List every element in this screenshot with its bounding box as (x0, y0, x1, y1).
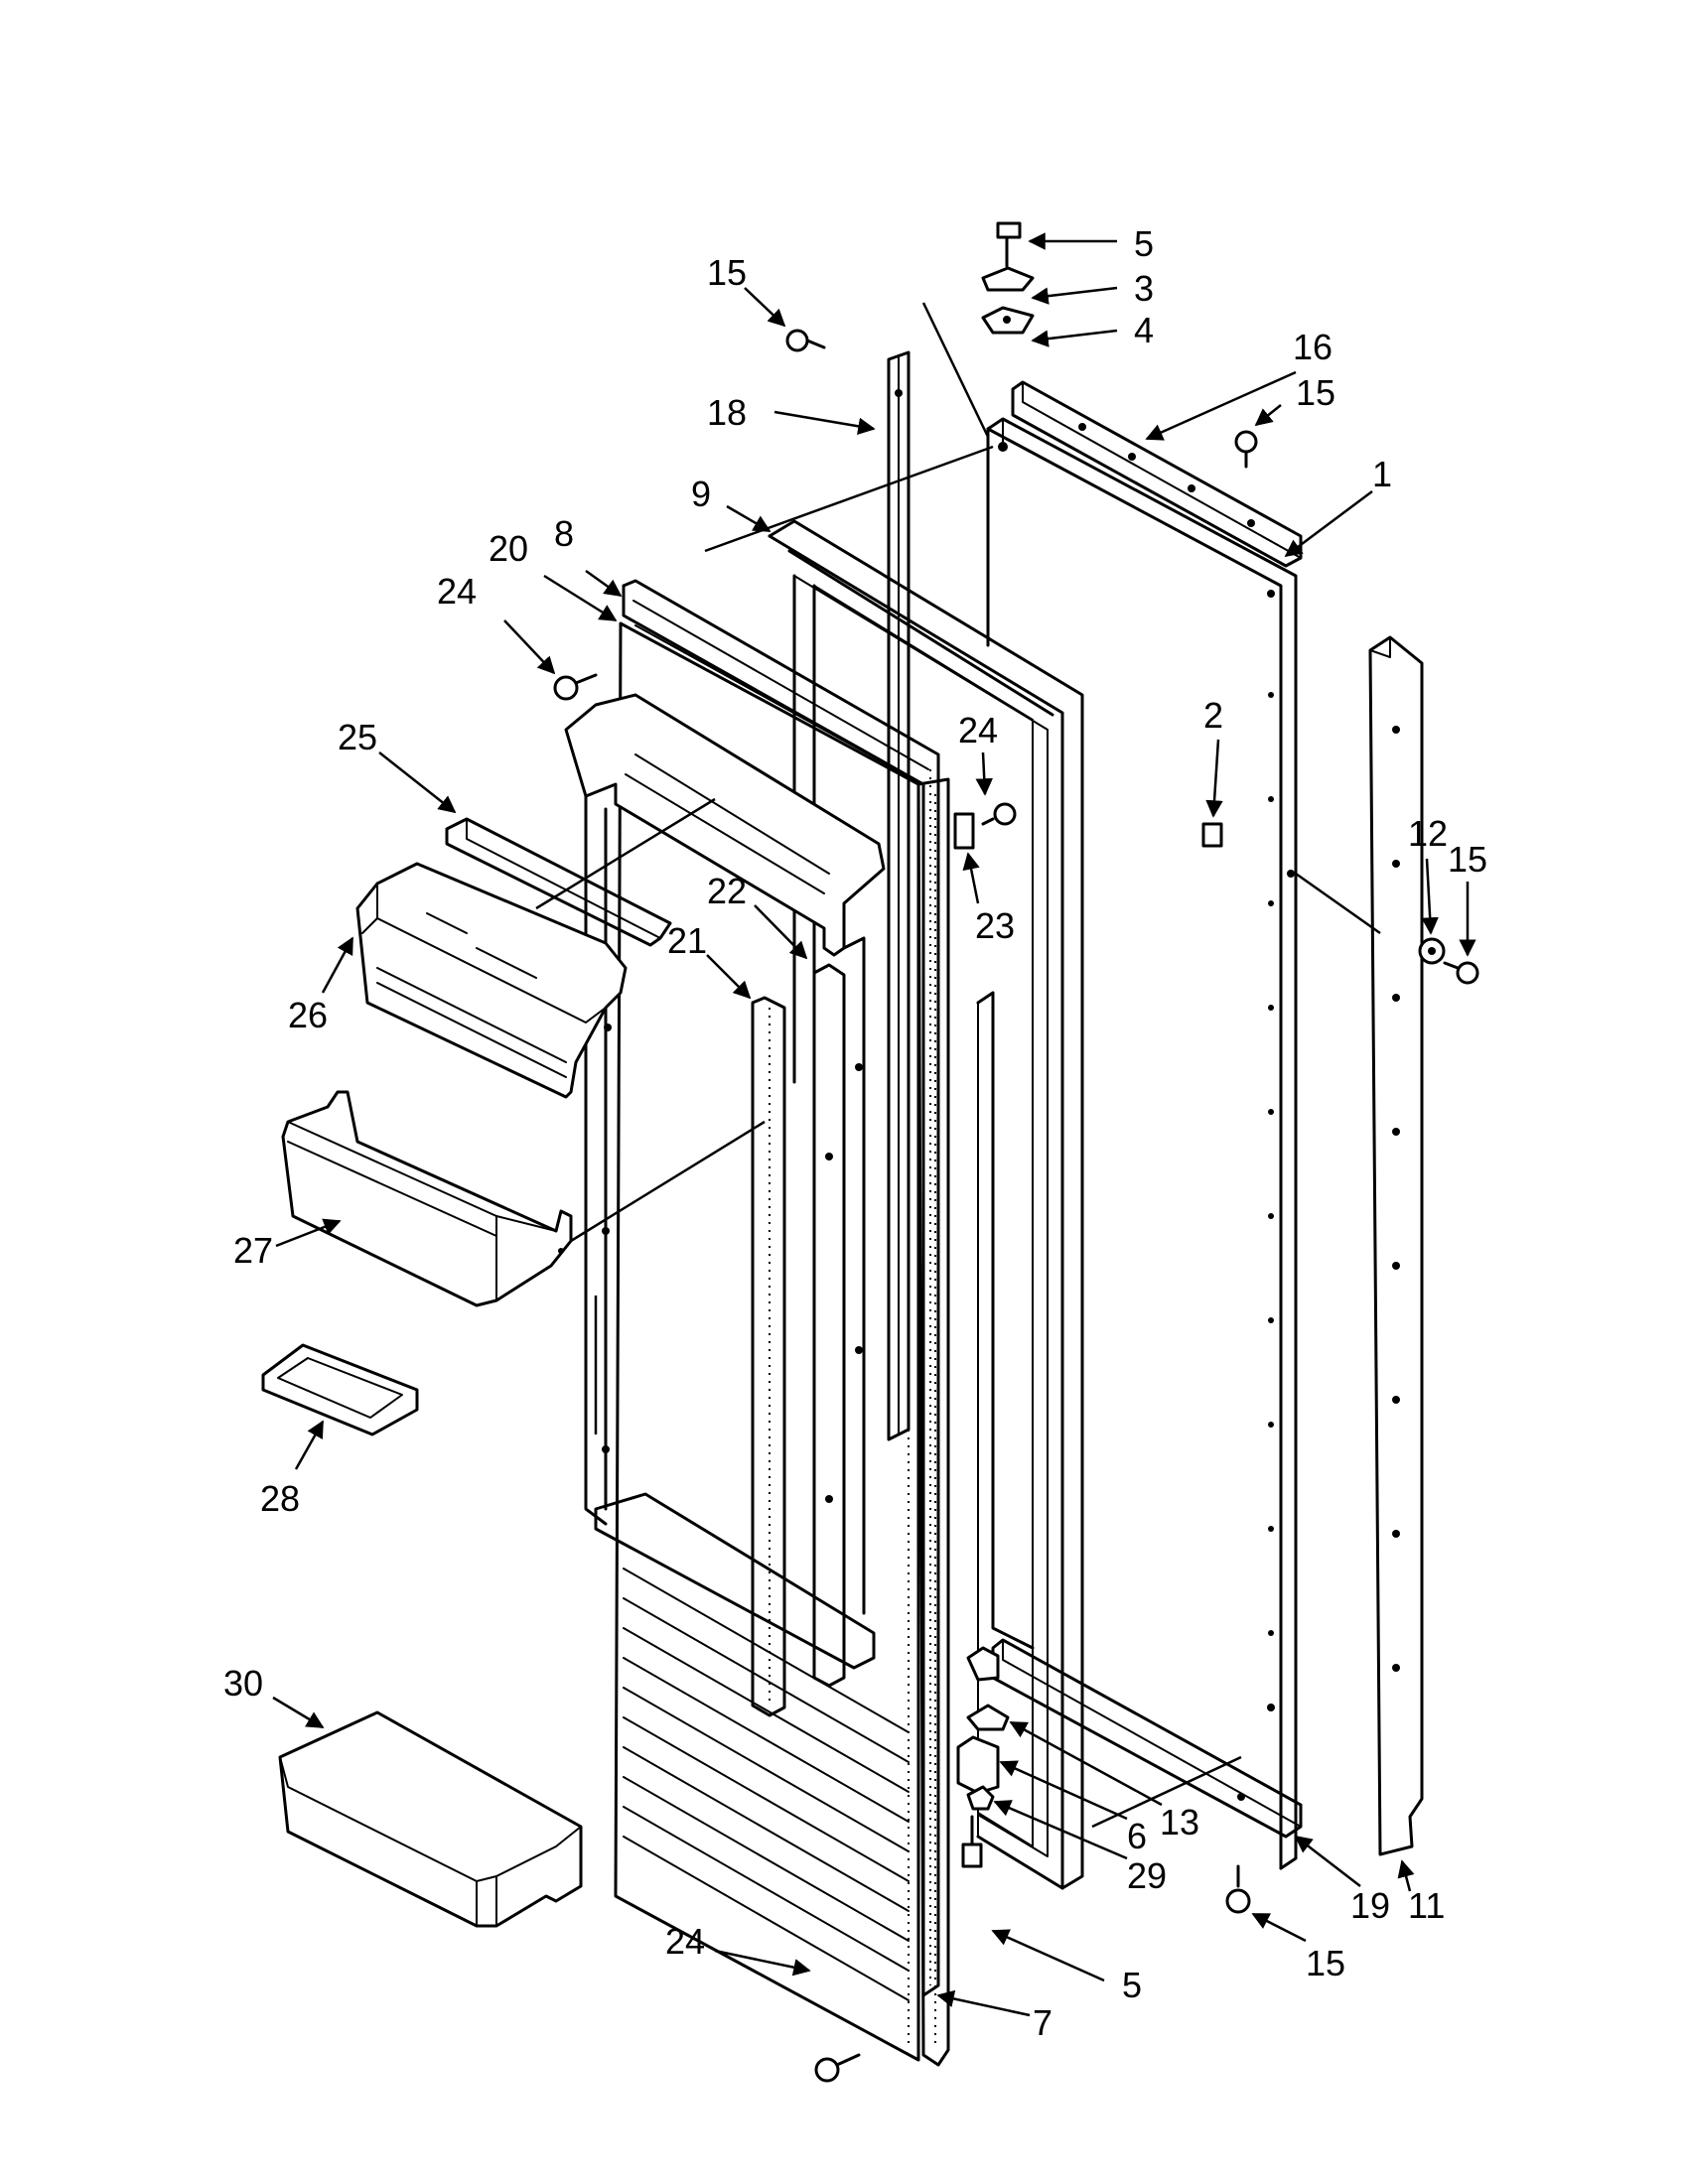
part-16-top-channel (1011, 380, 1303, 568)
callout-labels: 5 3 4 15 16 15 18 1 9 8 20 24 2 25 24 12… (223, 223, 1487, 2043)
callout-15-c: 15 (1448, 839, 1487, 880)
bottom-hinge-assembly (956, 1646, 1010, 1868)
callout-27: 27 (233, 1230, 273, 1271)
callout-28: 28 (260, 1478, 300, 1519)
callout-6: 6 (1127, 1816, 1147, 1856)
screw-15-d (1225, 1864, 1251, 1914)
callout-20: 20 (489, 528, 528, 569)
callout-5-top: 5 (1134, 223, 1154, 264)
callout-5-bottom: 5 (1122, 1965, 1142, 2005)
screw-24-c (814, 2053, 861, 2083)
part-26-covered-bin (355, 862, 628, 1099)
part-7-door-edge (916, 777, 950, 2067)
part-9-liner-frame (768, 519, 1084, 1890)
screw-15-a (785, 329, 826, 352)
frame-side-holes (1268, 692, 1274, 1636)
callout-11: 11 (1408, 1885, 1445, 1926)
callout-12: 12 (1408, 813, 1448, 854)
callout-21: 21 (667, 920, 707, 961)
callout-24-b: 24 (958, 710, 998, 751)
callout-leaders (272, 232, 1476, 2017)
bracket-23 (953, 812, 975, 850)
door-inner-frame (564, 693, 886, 1670)
callout-24-a: 24 (437, 571, 477, 612)
part-22-rail (812, 963, 846, 1688)
part-30-large-bin (278, 1710, 583, 1928)
top-hinge-assembly (981, 221, 1035, 335)
callout-19: 19 (1350, 1885, 1390, 1926)
part-25-shelf-rail (445, 817, 672, 947)
liner-ribs (623, 1568, 910, 2001)
callout-15-a: 15 (707, 252, 747, 293)
washer-12 (1418, 937, 1446, 965)
callout-15-b: 15 (1296, 372, 1335, 413)
callout-23: 23 (975, 905, 1015, 946)
part-28-tray (261, 1343, 419, 1436)
callout-7: 7 (1033, 2002, 1052, 2043)
callout-29: 29 (1127, 1855, 1167, 1896)
assembly-lines (535, 302, 1381, 1829)
part-11-side-panel (1368, 635, 1424, 1856)
part-27-door-bin (281, 1090, 573, 1307)
callout-8: 8 (554, 513, 574, 554)
callout-1: 1 (1372, 454, 1392, 494)
part-18-strip (887, 350, 911, 1441)
screw-15-c (1443, 961, 1479, 985)
screw-15-b (1234, 430, 1258, 469)
callout-2: 2 (1203, 695, 1223, 736)
callout-24-c: 24 (665, 1921, 705, 1962)
part-8-gasket (622, 579, 940, 1997)
part-20-door-liner (614, 621, 920, 2062)
callout-16: 16 (1293, 327, 1333, 367)
callout-9: 9 (691, 474, 711, 514)
part-21-rail (751, 996, 786, 1717)
callout-15-d: 15 (1306, 1943, 1345, 1983)
screw-24-a (553, 673, 598, 701)
callout-25: 25 (338, 717, 377, 757)
callout-18: 18 (707, 392, 747, 433)
callout-4: 4 (1134, 310, 1154, 350)
callout-13: 13 (1160, 1802, 1199, 1843)
screw-24-b (981, 802, 1017, 826)
part-1-door-frame (986, 417, 1298, 1870)
callout-22: 22 (707, 871, 747, 911)
callout-3: 3 (1134, 268, 1154, 309)
clip-2 (1201, 822, 1223, 848)
callout-30: 30 (223, 1663, 263, 1704)
callout-26: 26 (288, 995, 328, 1035)
